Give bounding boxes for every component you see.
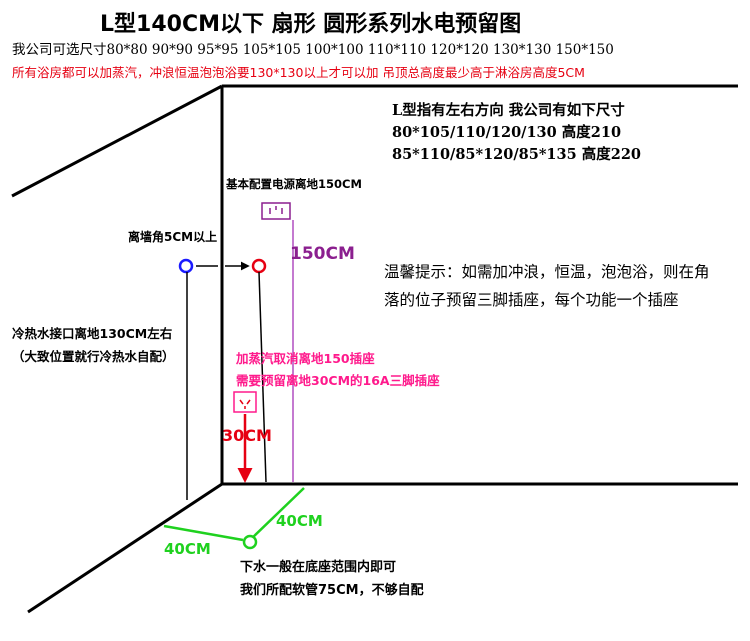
- l-shape-line-3: 85*110/85*120/85*135 高度220: [392, 146, 641, 163]
- ceiling-edge-left: [11, 84, 223, 198]
- dim-40-right-line: [249, 487, 305, 541]
- drain-note-line-1: 下水一般在底座范围内即可: [240, 560, 397, 575]
- available-sizes: 我公司可选尺寸80*80 90*90 95*95 105*105 100*100…: [12, 42, 614, 58]
- l-shape-line-1: L型指有左右方向 我公司有如下尺寸: [392, 102, 625, 119]
- water-inlet-line-2: （大致位置就行冷热水自配）: [12, 349, 175, 364]
- l-shape-line-2: 80*105/110/120/130 高度210: [392, 124, 622, 141]
- dim-40-left-line: [163, 524, 244, 542]
- hot-water-inlet-icon: [251, 258, 267, 274]
- power-socket-label: 基本配置电源离地150CM: [226, 177, 362, 191]
- floor-edge-left: [27, 482, 223, 614]
- room-walls: [11, 84, 738, 614]
- wall-corner-label: 离墙角5CM以上: [128, 230, 218, 244]
- steam-note-line-1: 加蒸汽取消离地150插座: [236, 351, 375, 366]
- floor-drain-icon: [242, 534, 258, 550]
- tip-line-1: 温馨提示：如需加冲浪，恒温，泡泡浴，则在角: [384, 263, 710, 281]
- tip-text: 温馨提示：如需加冲浪，恒温，泡泡浴，则在角 落的位子预留三脚插座，每个功能一个插…: [384, 258, 710, 314]
- steam-note-line-2: 需要预留离地30CM的16A三脚插座: [236, 373, 440, 388]
- height-150-label: 150CM: [290, 244, 355, 264]
- dim-40-right-label: 40CM: [276, 512, 323, 530]
- height-30-label: 30CM: [222, 426, 272, 445]
- dim-40-left-label: 40CM: [164, 540, 211, 558]
- water-inlet-label: 冷热水接口离地130CM左右 （大致位置就行冷热水自配）: [12, 322, 175, 368]
- l-shape-info: L型指有左右方向 我公司有如下尺寸 80*105/110/120/130 高度2…: [392, 100, 641, 166]
- hot-inlet-height-line: [258, 271, 267, 483]
- power-socket-150-icon: [261, 202, 291, 220]
- tip-line-2: 落的位子预留三脚插座，每个功能一个插座: [384, 291, 679, 309]
- steam-notice: 所有浴房都可以加蒸汽，冲浪恒温泡泡浴要130*130以上才可以加 吊顶总高度最少…: [12, 65, 585, 80]
- steam-socket-30-icon: [233, 391, 257, 413]
- drain-note: 下水一般在底座范围内即可 我们所配软管75CM，不够自配: [240, 556, 424, 602]
- drain-note-line-2: 我们所配软管75CM，不够自配: [240, 583, 424, 598]
- steam-note: 加蒸汽取消离地150插座 需要预留离地30CM的16A三脚插座: [236, 348, 440, 392]
- cold-water-inlet-icon: [178, 258, 194, 274]
- water-inlet-line-1: 冷热水接口离地130CM左右: [12, 326, 173, 341]
- page-title: L型140CM以下 扇形 圆形系列水电预留图: [100, 12, 522, 37]
